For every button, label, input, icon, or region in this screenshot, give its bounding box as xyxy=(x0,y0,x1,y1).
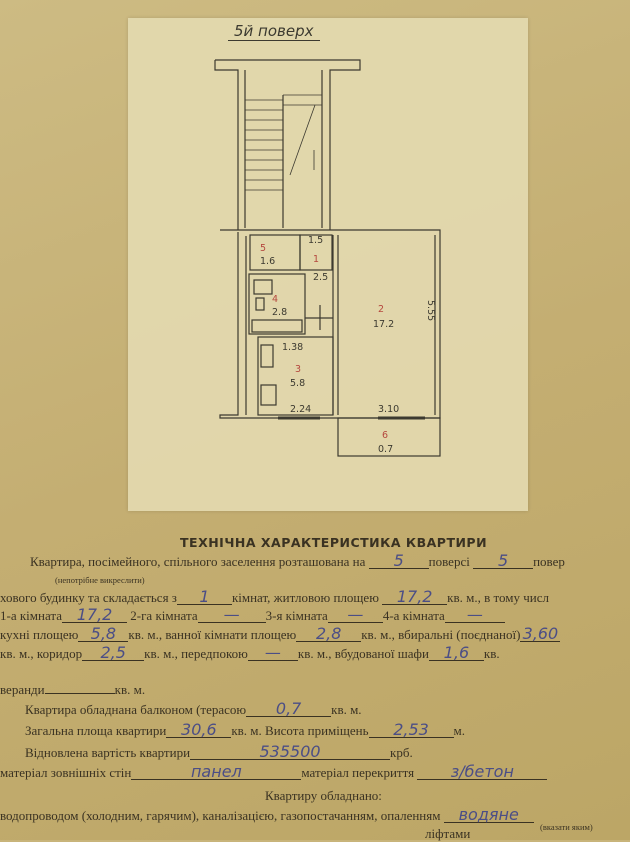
field-floors: 5 xyxy=(473,553,534,569)
field-floor-material: з/бетон xyxy=(417,764,548,780)
field-room4: — xyxy=(444,607,505,623)
room-number: 6 xyxy=(382,430,388,441)
field-room1: 17,2 xyxy=(62,607,128,623)
dimension: 2.24 xyxy=(290,404,311,415)
field-kitchen: 5,8 xyxy=(78,626,129,642)
floor-plan: 5 1.6 1 2.5 4 2.8 3 5.8 2 17.2 6 0.7 1.5… xyxy=(214,59,441,457)
room-number: 4 xyxy=(272,294,278,305)
field-cost: 535500 xyxy=(190,744,391,760)
field-wc: 3,60 xyxy=(520,626,561,642)
note-specify: (вказати яким) xyxy=(540,822,593,832)
tracing-paper xyxy=(128,18,528,511)
line-utilities: водопроводом (холодним, гарячим), каналі… xyxy=(0,807,534,824)
room-number: 2 xyxy=(378,304,384,315)
field-floor: 5 xyxy=(368,553,429,569)
line-lifts: ліфтами xyxy=(425,826,471,841)
apartment-walls xyxy=(219,229,441,457)
field-rooms: 1 xyxy=(176,589,232,605)
stairwell xyxy=(214,59,361,230)
line-location: Квартира, посімейного, спільного заселен… xyxy=(30,551,565,570)
field-heating: водяне xyxy=(443,807,534,823)
room-number: 1 xyxy=(313,254,319,265)
room-area: 2.5 xyxy=(313,272,328,283)
form-title: ТЕХНІЧНА ХАРАКТЕРИСТИКА КВАРТИРИ xyxy=(180,535,488,550)
dimension: 3.10 xyxy=(378,404,399,415)
room-area: 1.6 xyxy=(260,256,275,267)
field-room3: — xyxy=(327,607,383,623)
field-total-area: 30,6 xyxy=(166,722,232,738)
field-room2: — xyxy=(197,607,266,623)
field-balcony: 0,7 xyxy=(246,701,332,717)
equipped-heading: Квартиру обладнано: xyxy=(265,788,382,803)
room-number: 3 xyxy=(295,364,301,375)
room-area: 0.7 xyxy=(378,444,393,455)
field-bath: 2,8 xyxy=(296,626,362,642)
field-walls: панел xyxy=(131,764,302,780)
field-veranda xyxy=(44,693,115,694)
field-corridor: 2,5 xyxy=(82,645,145,661)
field-living-area: 17,2 xyxy=(382,589,448,605)
room-number: 5 xyxy=(260,243,266,254)
dimension: 1.5 xyxy=(308,235,323,246)
room-area: 5.8 xyxy=(290,378,305,389)
room-area: 17.2 xyxy=(373,319,394,330)
note-strike: (непотрібне викреслити) xyxy=(55,575,145,585)
field-hall: — xyxy=(247,645,298,661)
plan-title: 5й поверх xyxy=(228,22,320,41)
field-closet: 1,6 xyxy=(428,645,484,661)
field-height: 2,53 xyxy=(368,722,454,738)
room-labels: 5 1.6 1 2.5 4 2.8 3 5.8 2 17.2 6 0.7 1.5… xyxy=(260,235,436,455)
dimension: 1.38 xyxy=(282,342,303,353)
room-area: 2.8 xyxy=(272,307,287,318)
dimension: 5.55 xyxy=(425,300,436,321)
